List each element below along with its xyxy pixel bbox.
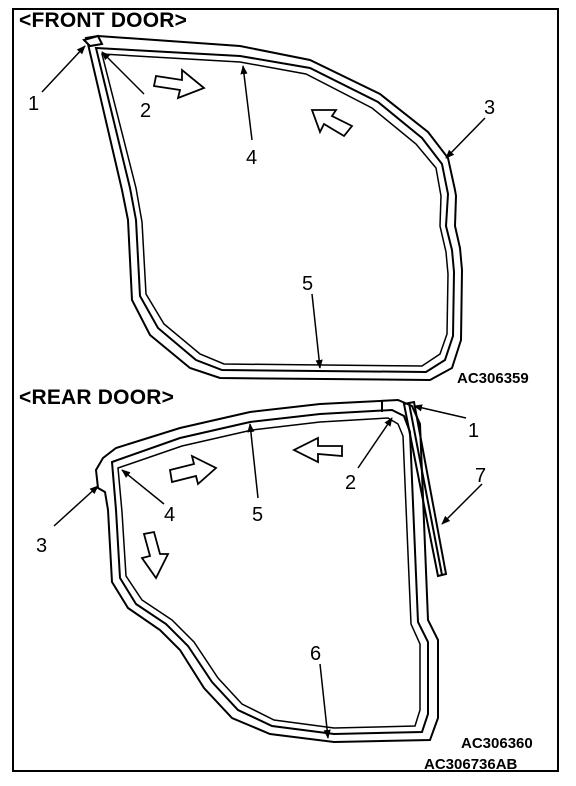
front-leader-1 <box>41 45 86 93</box>
rear-leader-5 <box>247 423 259 499</box>
front-direction-arrow-left <box>310 109 354 138</box>
rear-leader-7 <box>441 483 483 525</box>
front-leader-5 <box>311 293 323 369</box>
rear-callout-1: 1 <box>468 420 479 442</box>
rear-callout-2: 2 <box>345 472 356 494</box>
front-seal-tip <box>82 34 104 48</box>
rear-leader-4 <box>121 469 165 505</box>
front-callout-2: 2 <box>140 100 151 122</box>
rear-leader-lines <box>53 404 483 739</box>
rear-callout-6: 6 <box>310 643 321 665</box>
front-leader-2 <box>101 51 145 95</box>
rear-leader-6 <box>319 663 331 739</box>
front-leader-3 <box>445 117 486 159</box>
front-seal-inner <box>94 46 456 374</box>
front-leader-lines <box>41 45 486 369</box>
rear-callout-5: 5 <box>252 504 263 526</box>
front-direction-arrow-right <box>152 68 206 100</box>
rear-seal-inner-edge <box>117 417 421 729</box>
front-leader-4 <box>240 65 253 141</box>
rear-seal-outer <box>94 398 439 744</box>
rear-direction-arrow-left <box>291 436 343 464</box>
rear-channel-divider <box>408 402 443 576</box>
rear-direction-arrow-down <box>140 530 170 580</box>
front-callout-3: 3 <box>484 97 495 119</box>
rear-seal-inner <box>110 408 429 736</box>
front-door-title: <FRONT DOOR> <box>19 9 188 32</box>
rear-channel-outer <box>402 400 448 578</box>
rear-door-weatherstrip <box>94 398 439 744</box>
rear-direction-arrow-right <box>168 454 218 486</box>
front-callout-5: 5 <box>302 273 313 295</box>
front-seal-inner-edge <box>101 53 449 367</box>
rear-callout-4: 4 <box>164 504 175 526</box>
rear-door-code: AC306360 <box>461 735 533 752</box>
rear-callout-7: 7 <box>475 465 486 487</box>
front-seal-outer <box>84 34 464 382</box>
rear-channel-strip <box>381 400 448 578</box>
rear-callout-3: 3 <box>36 535 47 557</box>
rear-leader-3 <box>53 485 99 527</box>
rear-door-title: <REAR DOOR> <box>19 386 175 409</box>
rear-leader-2 <box>357 417 393 469</box>
figure-code: AC306736AB <box>424 756 518 773</box>
front-door-code: AC306359 <box>457 370 529 387</box>
front-callout-4: 4 <box>246 147 257 169</box>
front-door-weatherstrip <box>82 34 464 382</box>
front-callout-1: 1 <box>28 93 39 115</box>
rear-leader-1 <box>413 404 467 419</box>
